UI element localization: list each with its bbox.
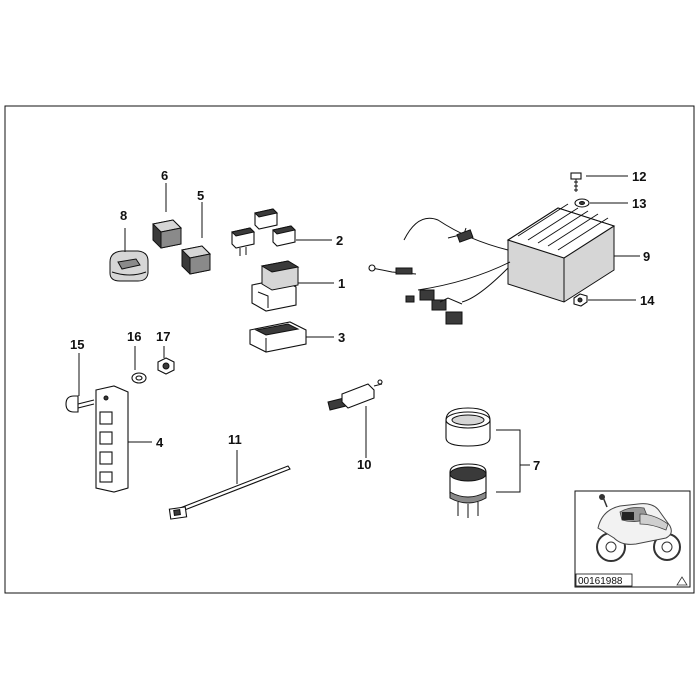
part-8-cap[interactable] xyxy=(109,250,149,282)
part-5-relay[interactable] xyxy=(180,245,212,275)
motorcycle-icon xyxy=(596,494,681,562)
part-7-flasher-relay[interactable] xyxy=(445,407,491,518)
part-9-voltage-regulator[interactable] xyxy=(368,203,616,325)
label-12: 12 xyxy=(632,169,646,184)
label-5: 5 xyxy=(197,188,204,203)
image-code: 00161988 xyxy=(578,576,623,587)
leader-lines xyxy=(78,175,640,493)
part-16-washer[interactable] xyxy=(131,372,147,384)
part-11-cable-tie[interactable] xyxy=(168,465,291,520)
label-9: 9 xyxy=(643,249,650,264)
part-10-connector[interactable] xyxy=(327,379,383,411)
part-12-bolt[interactable] xyxy=(570,172,582,192)
image-code-box xyxy=(575,573,633,587)
label-1: 1 xyxy=(338,276,345,291)
part-6-relay[interactable] xyxy=(151,219,183,249)
label-13: 13 xyxy=(632,196,646,211)
triangle-icon xyxy=(676,576,688,586)
part-number-labels: 1 2 3 4 5 6 7 8 9 10 11 12 13 14 15 16 1… xyxy=(70,168,655,473)
part-13-washer[interactable] xyxy=(574,198,590,208)
label-17: 17 xyxy=(156,329,170,344)
label-15: 15 xyxy=(70,337,84,352)
label-10: 10 xyxy=(357,457,371,472)
label-4: 4 xyxy=(156,435,164,450)
part-17-nut[interactable] xyxy=(157,357,175,375)
diagram-frame xyxy=(4,105,695,594)
label-2: 2 xyxy=(336,233,343,248)
part-3-tray[interactable] xyxy=(249,321,307,353)
part-1-fuse-box[interactable] xyxy=(251,260,300,312)
part-2-fuses[interactable] xyxy=(231,208,296,256)
label-14: 14 xyxy=(640,293,655,308)
label-11: 11 xyxy=(228,432,242,447)
label-8: 8 xyxy=(120,208,127,223)
label-7: 7 xyxy=(533,458,540,473)
label-3: 3 xyxy=(338,330,345,345)
thumbnail-panel: 00161988 xyxy=(574,490,691,588)
part-14-nut[interactable] xyxy=(573,293,588,307)
label-6: 6 xyxy=(161,168,168,183)
part-4-bracket[interactable] xyxy=(95,385,129,493)
label-16: 16 xyxy=(127,329,141,344)
part-15-bolt[interactable] xyxy=(65,395,95,413)
